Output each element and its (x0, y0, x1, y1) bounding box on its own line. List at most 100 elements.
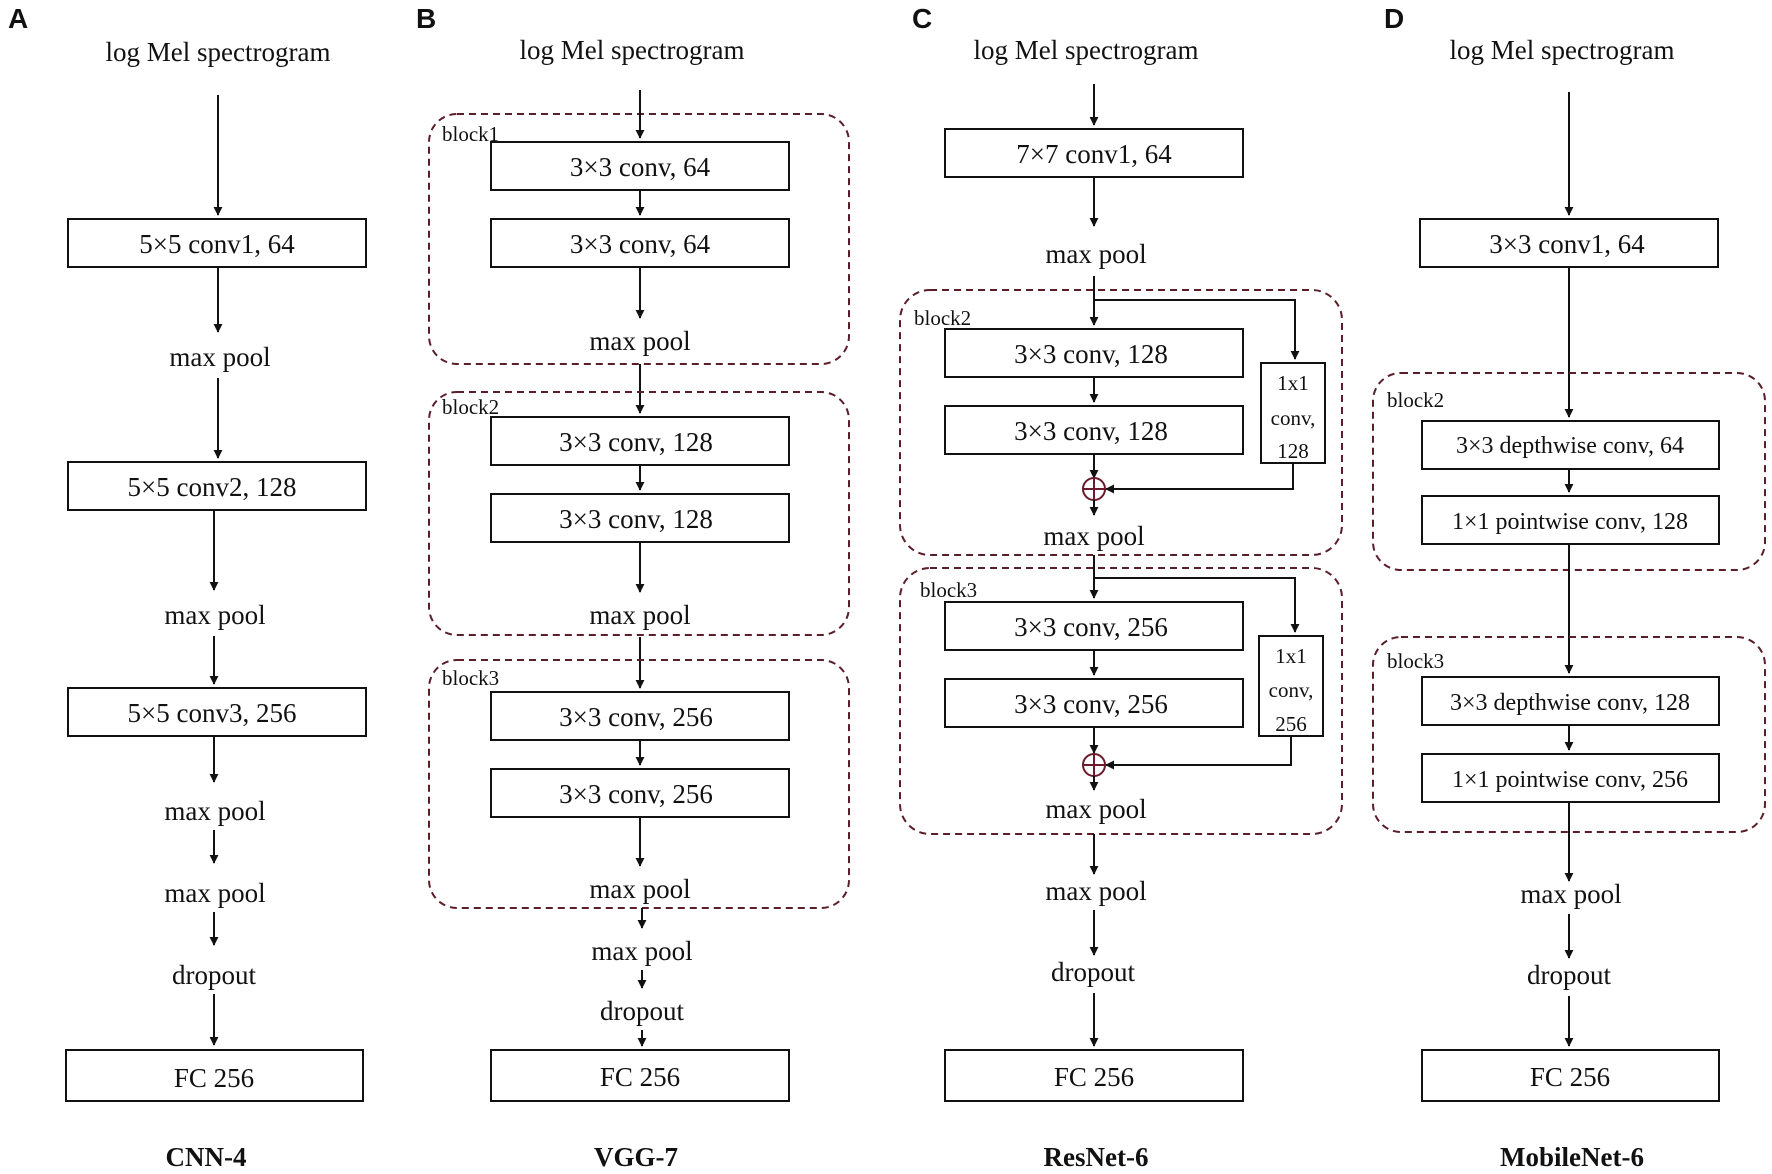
panel-c-input-label: log Mel spectrogram (974, 35, 1199, 65)
panel-d: D log Mel spectrogram 3×3 conv1, 64 bloc… (1372, 3, 1766, 1172)
dropout-label: dropout (1051, 957, 1135, 987)
block3-pointwise-label: 1×1 pointwise conv, 256 (1452, 767, 1688, 793)
pool1-label: max pool (169, 342, 270, 372)
block2-region (899, 289, 1343, 556)
panel-c-tag: C (912, 3, 932, 34)
block2-shortcut-line: 1x1 (1277, 371, 1309, 395)
block2-conv-a-box (490, 416, 790, 466)
panel-d-title: MobileNet-6 (1500, 1142, 1644, 1172)
block2-conv-b-label: 3×3 conv, 128 (559, 504, 713, 534)
block1-conv-a-box (490, 141, 790, 191)
block3-label: block3 (920, 578, 977, 602)
fc-label: FC 256 (1530, 1062, 1610, 1092)
panel-c-title: ResNet-6 (1044, 1142, 1149, 1172)
panel-b-tag: B (416, 3, 436, 34)
block3-pool-label: max pool (1045, 794, 1146, 824)
block2-conv-a-label: 3×3 conv, 128 (1014, 339, 1168, 369)
conv2-box (67, 461, 367, 511)
block2-conv-a-box (944, 328, 1244, 378)
fc-label: FC 256 (600, 1062, 680, 1092)
panel-a: A log Mel spectrogram 5×5 conv1, 64 max … (8, 3, 367, 1172)
conv1-label: 7×7 conv1, 64 (1016, 139, 1172, 169)
block2-label: block2 (914, 306, 971, 330)
conv1-box (944, 128, 1244, 178)
dropout-label: dropout (600, 996, 684, 1026)
block2-conv-b-box (490, 493, 790, 543)
shortcut-arrow (1105, 463, 1294, 494)
block3-conv-a-box (944, 601, 1244, 651)
block3-depthwise-box (1421, 676, 1720, 726)
conv3-box (67, 687, 367, 737)
shortcut-arrow (1105, 736, 1292, 770)
block2-conv-a-label: 3×3 conv, 128 (559, 427, 713, 457)
block3-pool-label: max pool (589, 874, 690, 904)
panel-c: C log Mel spectrogram 7×7 conv1, 64 max … (899, 3, 1343, 1172)
block3-region (428, 659, 850, 909)
panel-d-input-label: log Mel spectrogram (1450, 35, 1675, 65)
block2-pool-label: max pool (1043, 521, 1144, 551)
conv1-label: 3×3 conv1, 64 (1489, 229, 1645, 259)
shortcut-arrow (1094, 577, 1300, 633)
pool2-label: max pool (164, 600, 265, 630)
block2-shortcut-line: conv, (1271, 406, 1316, 430)
block3-depthwise-label: 3×3 depthwise conv, 128 (1450, 690, 1690, 716)
fc-label: FC 256 (1054, 1062, 1134, 1092)
pool1-label: max pool (1045, 239, 1146, 269)
block3-conv-a-label: 3×3 conv, 256 (1014, 612, 1168, 642)
pool-final-label: max pool (591, 936, 692, 966)
block3-shortcut-conv-box (1258, 635, 1324, 737)
block3-pointwise-box (1421, 753, 1720, 803)
conv2-label: 5×5 conv2, 128 (128, 472, 297, 502)
fc-box (65, 1049, 364, 1102)
conv1-label: 5×5 conv1, 64 (139, 229, 295, 259)
panel-d-tag: D (1384, 3, 1404, 34)
block3-region (899, 567, 1343, 835)
panel-a-tag: A (8, 3, 28, 34)
block1-conv-b-label: 3×3 conv, 64 (570, 229, 711, 259)
block1-label: block1 (442, 122, 499, 146)
block2-pointwise-box (1421, 495, 1720, 545)
block3-conv-a-label: 3×3 conv, 256 (559, 702, 713, 732)
pool3-label: max pool (164, 796, 265, 826)
block2-label: block2 (442, 395, 499, 419)
block3-conv-b-label: 3×3 conv, 256 (559, 779, 713, 809)
block2-pool-label: max pool (589, 600, 690, 630)
block1-pool-label: max pool (589, 326, 690, 356)
block2-conv-b-label: 3×3 conv, 128 (1014, 416, 1168, 446)
block3-region (1372, 636, 1766, 833)
block3-shortcut-line: conv, (1269, 678, 1314, 702)
block3-label: block3 (1387, 649, 1444, 673)
fc-box (490, 1049, 790, 1102)
dropout-label: dropout (1527, 960, 1611, 990)
fc-box (944, 1049, 1244, 1102)
pool4-label: max pool (164, 878, 265, 908)
block2-region (428, 391, 850, 636)
block2-shortcut-line: 128 (1277, 439, 1309, 463)
fc-box (1421, 1049, 1720, 1102)
block3-conv-b-box (490, 768, 790, 818)
block1-conv-b-box (490, 218, 790, 268)
conv1-box (1419, 218, 1719, 268)
block3-shortcut-line: 256 (1275, 712, 1307, 736)
panel-b: B log Mel spectrogram block1 3×3 conv, 6… (416, 3, 850, 1172)
panel-a-title: CNN-4 (166, 1142, 247, 1172)
block3-shortcut-line: 1x1 (1275, 644, 1307, 668)
block2-shortcut-conv-box (1260, 362, 1326, 464)
fc-label: FC 256 (174, 1063, 254, 1093)
block3-conv-b-box (944, 678, 1244, 728)
shortcut-arrow (1094, 299, 1300, 360)
block3-conv-b-label: 3×3 conv, 256 (1014, 689, 1168, 719)
block2-pointwise-label: 1×1 pointwise conv, 128 (1452, 509, 1688, 535)
block2-depthwise-label: 3×3 depthwise conv, 64 (1456, 433, 1684, 459)
block2-label: block2 (1387, 388, 1444, 412)
pool-final-label: max pool (1045, 876, 1146, 906)
block3-label: block3 (442, 666, 499, 690)
panel-b-input-label: log Mel spectrogram (520, 35, 745, 65)
block1-conv-a-label: 3×3 conv, 64 (570, 152, 711, 182)
dropout-label: dropout (172, 960, 256, 990)
panel-a-input-label: log Mel spectrogram (106, 37, 331, 67)
conv3-label: 5×5 conv3, 256 (128, 698, 297, 728)
block2-depthwise-box (1421, 420, 1720, 470)
panel-b-title: VGG-7 (594, 1142, 678, 1172)
